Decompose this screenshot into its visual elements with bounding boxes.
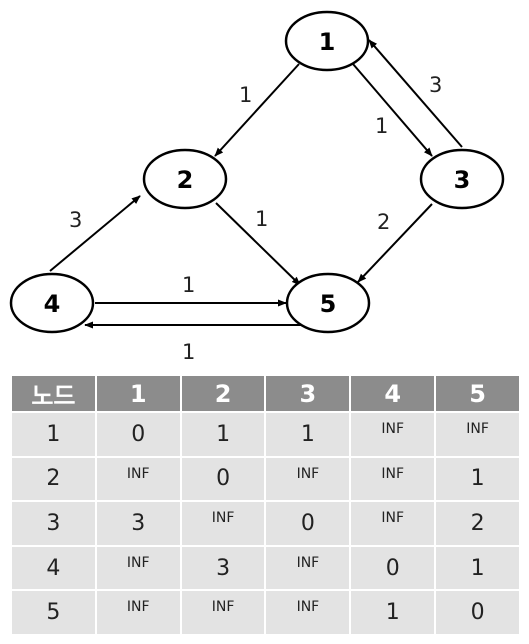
- table-cell: 2: [436, 502, 519, 545]
- table-cell: INF: [181, 591, 265, 634]
- table-cell: 1: [351, 591, 435, 634]
- edge-2-5: [215, 202, 301, 286]
- node-1: 1: [284, 10, 370, 72]
- node-4-label: 4: [44, 290, 61, 318]
- table-cell: INF: [96, 546, 180, 590]
- table-cell: 3: [96, 502, 180, 545]
- edge-1-2: [214, 63, 300, 157]
- edge-weight-2-5: 1: [255, 207, 268, 231]
- row-label: 3: [12, 502, 95, 545]
- table-cell: INF: [266, 457, 350, 501]
- table-cell: INF: [266, 546, 350, 590]
- table-row: 2 INF 0 INF INF 1: [12, 457, 519, 501]
- edge-weight-5-4: 1: [182, 340, 195, 364]
- table-cell: 1: [436, 457, 519, 501]
- row-label: 4: [12, 546, 95, 590]
- graph-diagram: 1 1 3 1 2 3 1 1 1 2 3 4 5: [9, 10, 505, 364]
- table-cell: INF: [181, 502, 265, 545]
- header-col-3: 3: [266, 376, 350, 411]
- table-cell: 1: [266, 413, 350, 456]
- header-node: 노드: [12, 376, 95, 411]
- edge-4-2: [49, 195, 141, 272]
- edge-5-4: [84, 320, 301, 329]
- node-2: 2: [142, 148, 228, 210]
- node-2-label: 2: [177, 166, 194, 194]
- table-cell: 1: [436, 546, 519, 590]
- row-label: 5: [12, 591, 95, 634]
- edge-weight-1-3: 1: [375, 114, 388, 138]
- table-cell: 0: [96, 413, 180, 456]
- table-cell: INF: [351, 413, 435, 456]
- table-row: 4 INF 3 INF 0 1: [12, 546, 519, 590]
- table-cell: INF: [436, 413, 519, 456]
- header-col-1: 1: [96, 376, 180, 411]
- header-col-5: 5: [436, 376, 519, 411]
- node-5-label: 5: [320, 290, 337, 318]
- row-label: 1: [12, 413, 95, 456]
- table-row: 3 3 INF 0 INF 2: [12, 502, 519, 545]
- table-cell: 0: [351, 546, 435, 590]
- table-row: 1 0 1 1 INF INF: [12, 413, 519, 456]
- edge-weight-3-5: 2: [377, 210, 390, 234]
- node-3-label: 3: [454, 166, 471, 194]
- edge-weight-3-1: 3: [429, 73, 442, 97]
- table-cell: INF: [96, 457, 180, 501]
- table-cell: 0: [436, 591, 519, 634]
- table-cell: 0: [266, 502, 350, 545]
- node-5: 5: [285, 272, 371, 334]
- node-1-label: 1: [319, 28, 336, 56]
- table-cell: INF: [96, 591, 180, 634]
- table-cell: INF: [351, 457, 435, 501]
- edge-3-1: [368, 39, 463, 148]
- edge-1-3: [352, 63, 433, 157]
- distance-table: 노드 1 2 3 4 5 1 0 1 1 INF INF 2 INF 0 INF…: [10, 374, 521, 636]
- table-row: 5 INF INF INF 1 0: [12, 591, 519, 634]
- header-col-2: 2: [181, 376, 265, 411]
- table-cell: 1: [181, 413, 265, 456]
- edge-3-5: [357, 203, 433, 283]
- table-cell: 0: [181, 457, 265, 501]
- table-cell: INF: [266, 591, 350, 634]
- table-header-row: 노드 1 2 3 4 5: [12, 376, 519, 411]
- node-4: 4: [9, 272, 95, 334]
- header-col-4: 4: [351, 376, 435, 411]
- row-label: 2: [12, 457, 95, 501]
- table-cell: 3: [181, 546, 265, 590]
- edge-weight-4-5: 1: [182, 273, 195, 297]
- edge-weight-1-2: 1: [239, 83, 252, 107]
- table-cell: INF: [351, 502, 435, 545]
- edge-weight-4-2: 3: [69, 208, 82, 232]
- node-3: 3: [419, 148, 505, 210]
